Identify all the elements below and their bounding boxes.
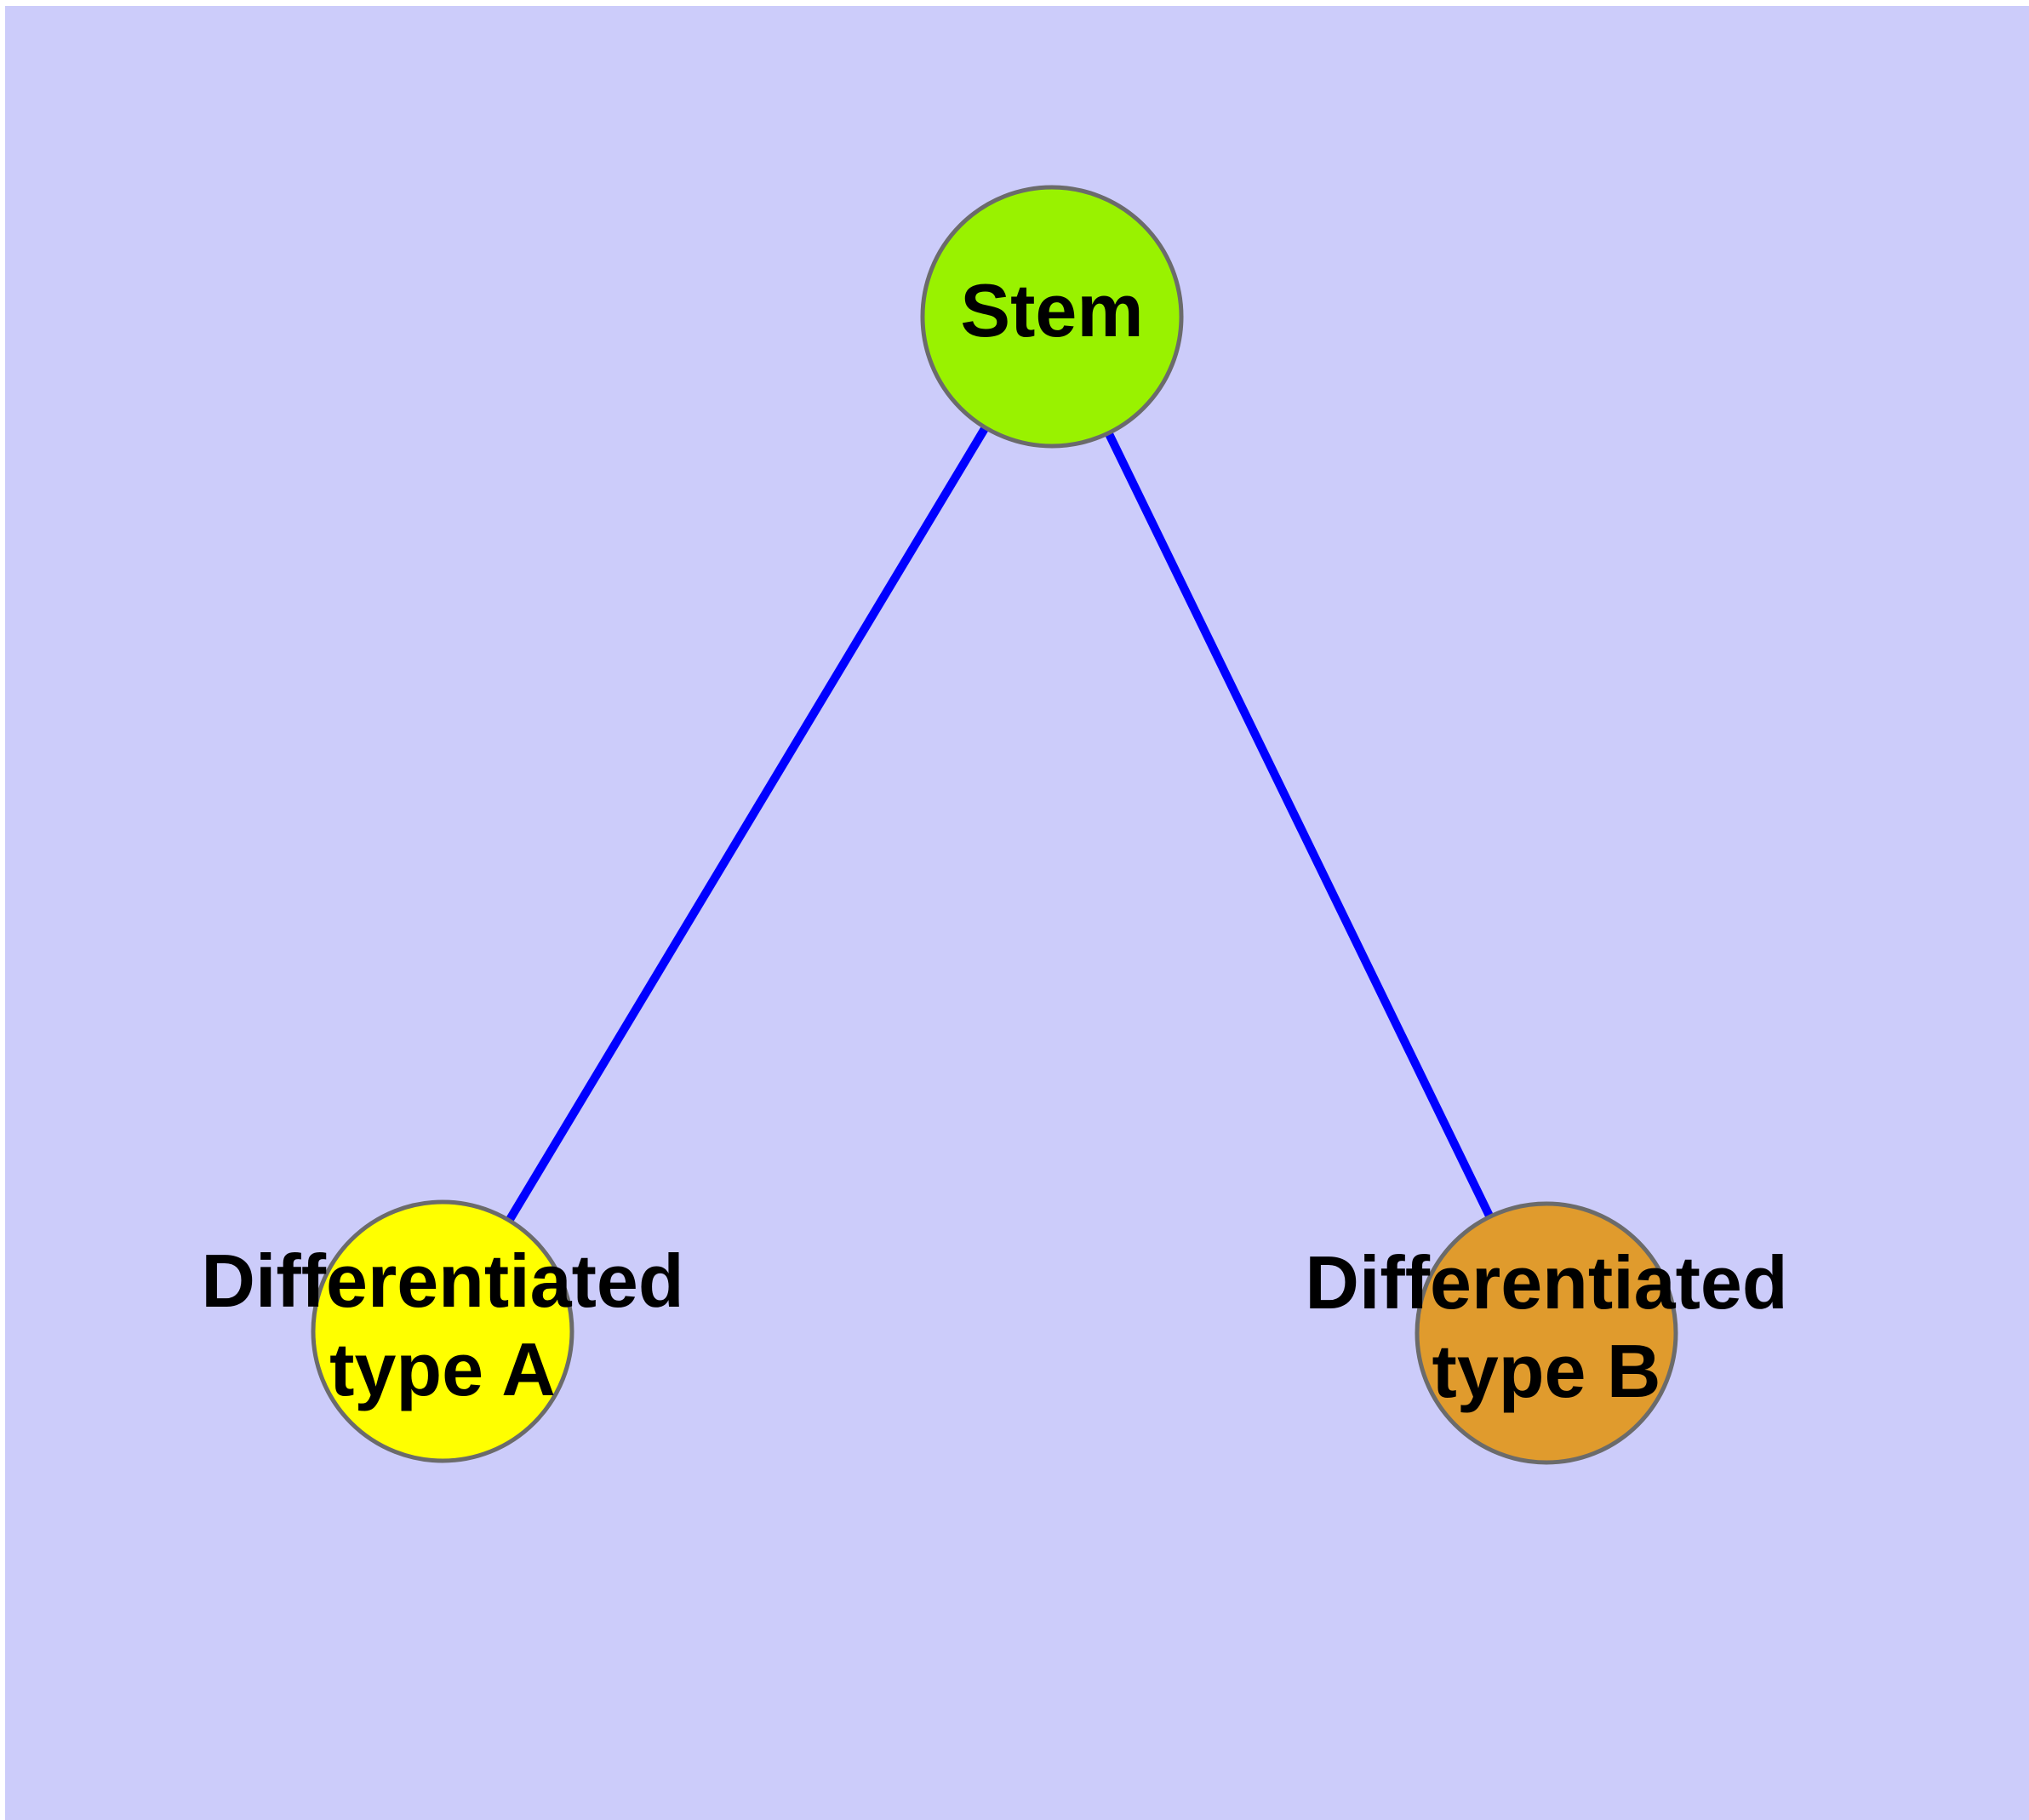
node-label-line: Stem: [960, 268, 1143, 352]
node-circle-stem[interactable]: [920, 185, 1184, 449]
node-label-stem: Stem: [960, 268, 1143, 352]
node-label-line: Differentiated: [201, 1239, 683, 1323]
node-circle-diff_b[interactable]: [1415, 1201, 1678, 1465]
graph-edge-stem-diff_b: [1048, 314, 1551, 1336]
graph-node-stem[interactable]: Stem: [920, 185, 1184, 449]
edge-layer: [438, 314, 1551, 1336]
graph-edge-stem-diff_a: [438, 314, 1056, 1334]
node-circle-diff_a[interactable]: [311, 1199, 574, 1463]
node-label-line: Differentiated: [1305, 1240, 1787, 1325]
node-label-line: type A: [329, 1327, 556, 1411]
node-label-line: type B: [1432, 1329, 1661, 1413]
